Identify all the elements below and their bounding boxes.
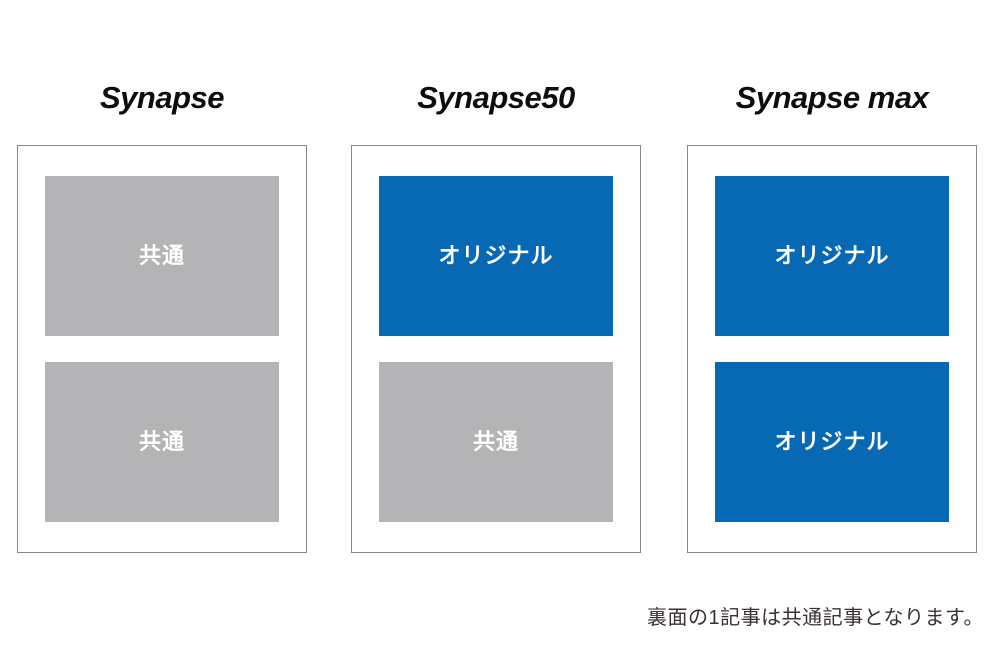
article-slot-label: オリジナル [774,429,890,454]
article-slot: オリジナル [715,362,949,522]
article-slot-label: 共通 [138,243,185,268]
article-slot: 共通 [45,362,279,522]
page-card: オリジナル 共通 [351,145,641,553]
article-slot: オリジナル [379,176,613,336]
plan-column-synapse50: Synapse50 オリジナル 共通 [351,78,641,553]
article-slot-label: 共通 [138,429,185,454]
plan-title: Synapse50 [417,80,575,115]
plan-title: Synapse [99,80,225,115]
article-slot-label: オリジナル [774,243,890,268]
plan-title: Synapse max [735,80,929,115]
plan-column-synapse-max: Synapse max オリジナル オリジナル [687,78,977,553]
article-slot: 共通 [45,176,279,336]
plan-column-synapse: Synapse 共通 共通 [17,78,307,553]
footnote: 裏面の1記事は共通記事となります。 [646,607,984,629]
article-slot: 共通 [379,362,613,522]
page-card: 共通 共通 [17,145,307,553]
article-slot-label: 共通 [472,429,519,454]
page-card: オリジナル オリジナル [687,145,977,553]
article-slot: オリジナル [715,176,949,336]
article-slot-label: オリジナル [438,243,554,268]
